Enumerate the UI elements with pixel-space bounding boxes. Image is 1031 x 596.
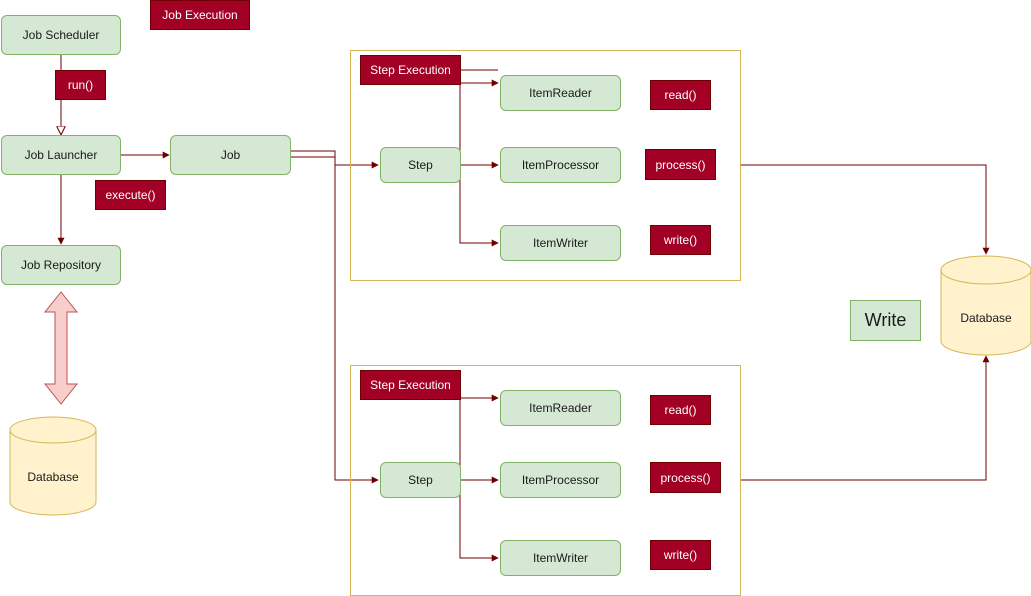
item-writer-node-1[interactable]: ItemWriter — [500, 225, 621, 261]
step-execution-label-2: Step Execution — [360, 370, 461, 400]
database-left-label: Database — [27, 470, 79, 484]
read-call-label-1: read() — [650, 80, 711, 110]
run-call-label: run() — [55, 70, 106, 100]
write-call-label-2: write() — [650, 540, 711, 570]
database-right-label: Database — [960, 311, 1012, 325]
database-left-shape — [9, 416, 97, 516]
connector-frame1-database — [740, 164, 990, 255]
execute-call-label: execute() — [95, 180, 166, 210]
job-node[interactable]: Job — [170, 135, 291, 175]
step-node-1[interactable]: Step — [380, 147, 461, 183]
database-right-shape — [940, 255, 1031, 356]
job-launcher-node[interactable]: Job Launcher — [1, 135, 121, 175]
read-call-label-2: read() — [650, 395, 711, 425]
bidirectional-arrow — [43, 291, 79, 405]
legend-job-execution: Job Execution — [150, 0, 250, 30]
step-execution-label-1: Step Execution — [360, 55, 461, 85]
connector-step1-writer — [459, 165, 499, 247]
connector-step2-writer — [459, 480, 499, 562]
connector-frame2-database — [740, 355, 990, 481]
job-scheduler-node[interactable]: Job Scheduler — [1, 15, 121, 55]
write-call-label-1: write() — [650, 225, 711, 255]
item-writer-node-2[interactable]: ItemWriter — [500, 540, 621, 576]
job-repository-node[interactable]: Job Repository — [1, 245, 121, 285]
item-reader-node-1[interactable]: ItemReader — [500, 75, 621, 111]
item-processor-node-2[interactable]: ItemProcessor — [500, 462, 621, 498]
item-processor-node-1[interactable]: ItemProcessor — [500, 147, 621, 183]
process-call-label-2: process() — [650, 462, 721, 493]
item-reader-node-2[interactable]: ItemReader — [500, 390, 621, 426]
step-node-2[interactable]: Step — [380, 462, 461, 498]
step-execution-frame-1 — [350, 50, 741, 281]
write-label-box: Write — [850, 300, 921, 341]
connector-job-step-2 — [291, 156, 379, 484]
process-call-label-1: process() — [645, 149, 716, 180]
